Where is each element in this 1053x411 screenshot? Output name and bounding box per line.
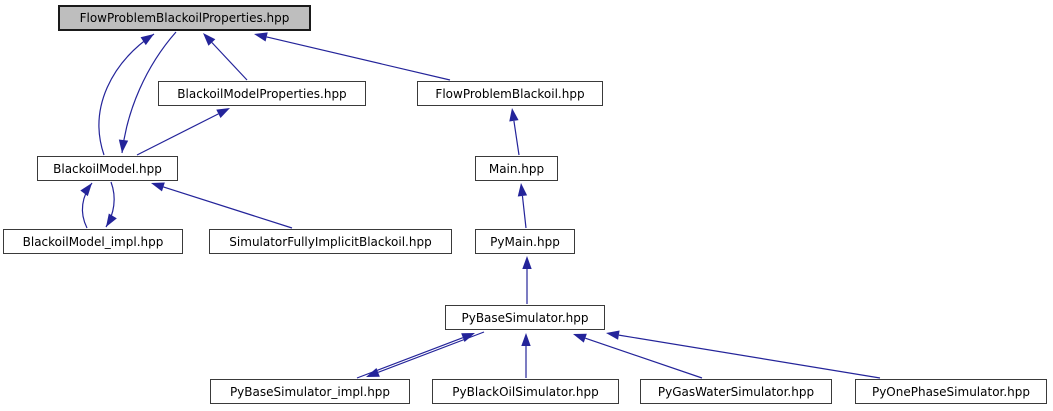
edge-FlowProblemBlackoil-to-FlowProblemBlackoilProperties [266, 36, 451, 81]
edge-PyGasWaterSimulator-to-PyBaseSimulator [585, 337, 703, 379]
node-FlowProblemBlackoilProperties: FlowProblemBlackoilProperties.hpp [58, 5, 311, 31]
node-SimulatorFullyImplicitBlackoil[interactable]: SimulatorFullyImplicitBlackoil.hpp [209, 229, 452, 254]
arrowhead-PyMain-to-Main [517, 183, 528, 197]
arrowhead-BlackoilModel-to-BlackoilModel_impl [106, 213, 117, 227]
edge-Main-to-FlowProblemBlackoil [513, 120, 520, 156]
node-PyBaseSimulator[interactable]: PyBaseSimulator.hpp [445, 305, 605, 330]
edge-FlowProblemBlackoilProperties-to-BlackoilModel [121, 31, 177, 154]
node-BlackoilModelProperties[interactable]: BlackoilModelProperties.hpp [158, 81, 366, 106]
edge-BlackoilModelProperties-to-FlowProblemBlackoilProperties [211, 42, 248, 81]
edge-BlackoilModel-to-FlowProblemBlackoilProperties [98, 33, 155, 156]
arrowhead-PyBaseSimulator-to-PyBaseSimulator_impl [366, 367, 380, 377]
arrowhead-PyBlackOilSimulator-to-PyBaseSimulator [521, 333, 531, 346]
node-Main[interactable]: Main.hpp [475, 156, 558, 181]
arrowhead-BlackoilModelProperties-to-FlowProblemBlackoilProperties [203, 33, 216, 46]
edge-PyMain-to-Main [521, 195, 527, 229]
node-PyBlackOilSimulator[interactable]: PyBlackOilSimulator.hpp [432, 379, 619, 404]
node-PyMain[interactable]: PyMain.hpp [475, 229, 575, 254]
node-PyOnePhaseSimulator[interactable]: PyOnePhaseSimulator.hpp [855, 379, 1047, 404]
arrowhead-BlackoilModel_impl-to-BlackoilModel [80, 183, 92, 197]
arrowhead-BlackoilModel-to-BlackoilModelProperties [216, 108, 230, 119]
arrowhead-BlackoilModel-to-FlowProblemBlackoilProperties [140, 34, 154, 46]
arrowhead-PyBaseSimulator-to-PyMain [522, 256, 532, 269]
arrowhead-PyGasWaterSimulator-to-PyBaseSimulator [573, 333, 587, 343]
arrowhead-SimulatorFullyImplicitBlackoil-to-BlackoilModel [151, 182, 165, 192]
edge-BlackoilModel-to-BlackoilModelProperties [136, 113, 219, 156]
arrowhead-FlowProblemBlackoilProperties-to-BlackoilModel [118, 139, 129, 153]
node-PyBaseSimulator_impl[interactable]: PyBaseSimulator_impl.hpp [210, 379, 410, 404]
arrowhead-PyOnePhaseSimulator-to-PyBaseSimulator [606, 330, 620, 340]
arrowhead-Main-to-FlowProblemBlackoil [509, 108, 519, 122]
node-BlackoilModel_impl[interactable]: BlackoilModel_impl.hpp [3, 229, 183, 254]
node-FlowProblemBlackoil[interactable]: FlowProblemBlackoil.hpp [417, 81, 603, 106]
arrowhead-FlowProblemBlackoil-to-FlowProblemBlackoilProperties [254, 32, 268, 42]
edge-PyOnePhaseSimulator-to-PyBaseSimulator [618, 334, 881, 379]
node-PyGasWaterSimulator[interactable]: PyGasWaterSimulator.hpp [640, 379, 832, 404]
edge-PyBaseSimulator-to-PyBaseSimulator_impl [377, 331, 485, 373]
node-BlackoilModel[interactable]: BlackoilModel.hpp [37, 156, 178, 181]
edge-SimulatorFullyImplicitBlackoil-to-BlackoilModel [163, 186, 293, 229]
